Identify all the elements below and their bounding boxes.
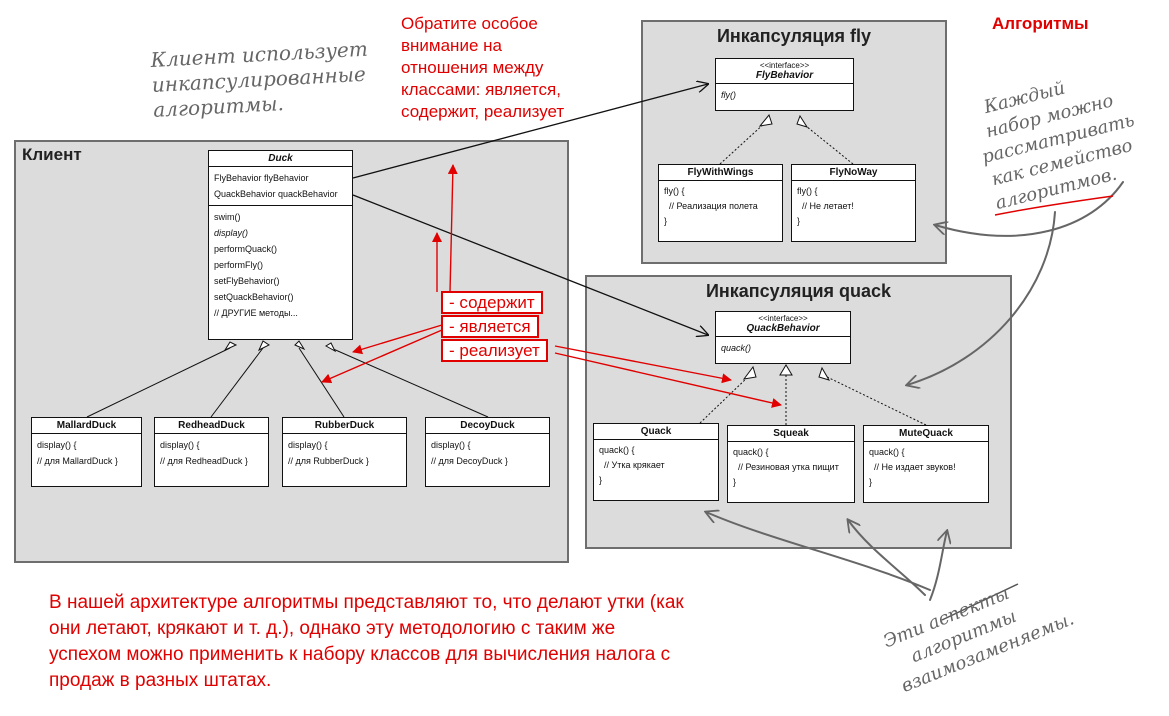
squeak-class: Squeak quack() { // Резиновая утка пищит… <box>727 425 855 503</box>
duck-method: performFly() <box>214 260 263 270</box>
algorithms-heading: Алгоритмы <box>992 14 1089 33</box>
implements-lines <box>699 121 927 426</box>
rubber-duck-class: RubberDuck display() {// для RubberDuck … <box>282 417 407 487</box>
implements-label: - реализует <box>441 339 548 362</box>
hand-strikethrough <box>941 583 1019 621</box>
inheritance-lines <box>86 347 489 418</box>
quack-behavior-name: QuackBehavior <box>746 323 820 334</box>
duck-field: FlyBehavior flyBehavior <box>214 173 309 183</box>
duck-method: setQuackBehavior() <box>214 292 294 302</box>
duck-class: Duck FlyBehavior flyBehavior QuackBehavi… <box>208 150 353 340</box>
hand-arrows <box>706 181 1124 601</box>
redhead-duck-class: RedheadDuck display() {// для RedheadDuc… <box>154 417 269 487</box>
quack-panel-title: Инкапсуляция quack <box>705 281 892 301</box>
attention-note: Обратите особое внимание на отношения ме… <box>401 14 565 121</box>
hand-underline <box>994 195 1114 216</box>
relation-arrows <box>321 164 782 408</box>
has-a-label: - содержит <box>441 291 543 314</box>
duck-method: setFlyBehavior() <box>214 276 280 286</box>
duck-field: QuackBehavior quackBehavior <box>214 189 338 199</box>
client-uses-note: Клиент использует инкапсулированные алго… <box>150 36 369 122</box>
has-a-quack-arrow <box>352 194 708 335</box>
inheritance-arrowheads <box>223 340 337 353</box>
mallard-duck-class: MallardDuck display() {// для MallardDuc… <box>31 417 142 487</box>
fly-no-way-class: FlyNoWay fly() { // Не летает!} <box>791 164 916 242</box>
implements-arrowheads <box>742 113 831 381</box>
fly-behavior-interface: <<interface>>FlyBehavior fly() <box>715 58 854 111</box>
mute-quack-class: MuteQuack quack() { // Не издает звуков!… <box>863 425 989 503</box>
bottom-paragraph: В нашей архитектуре алгоритмы представля… <box>49 592 684 691</box>
has-a-fly-arrow <box>352 84 708 179</box>
duck-method: performQuack() <box>214 244 278 254</box>
duck-method: display() <box>214 228 249 238</box>
fly-behavior-name: FlyBehavior <box>755 70 814 81</box>
is-a-label: - является <box>441 315 539 338</box>
duck-method: // ДРУГИЕ методы... <box>214 308 298 318</box>
decoy-duck-class: DecoyDuck display() {// для DecoyDuck } <box>425 417 550 487</box>
quack-class: Quack quack() { // Утка крякает} <box>593 423 719 501</box>
fly-with-wings-class: FlyWithWings fly() { // Реализация полет… <box>658 164 783 242</box>
duck-method: swim() <box>214 212 241 222</box>
quack-behavior-interface: <<interface>>QuackBehavior quack() <box>715 311 851 364</box>
fly-panel-title: Инкапсуляция fly <box>716 26 872 46</box>
client-panel-title: Клиент <box>22 145 82 164</box>
duck-class-name: Duck <box>268 153 293 164</box>
